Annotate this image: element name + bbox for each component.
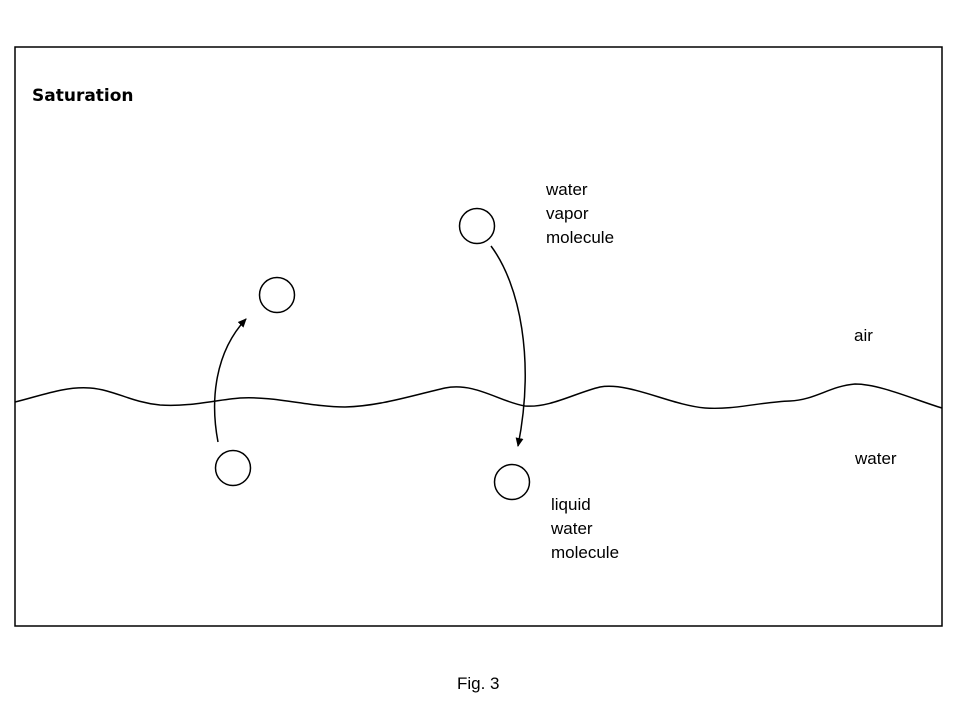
liquid-molecule-right (493, 463, 531, 501)
liquid-label-line-3: molecule (551, 543, 619, 562)
vapor-molecule-left (258, 276, 296, 314)
vapor-label-line-1: water (545, 180, 588, 199)
evaporation-arrow (213, 318, 247, 443)
liquid-molecule-label: liquid water molecule (550, 495, 619, 562)
water-surface-line (14, 383, 943, 410)
vapor-label-line-2: vapor (546, 204, 589, 223)
vapor-label-line-3: molecule (546, 228, 614, 247)
condensation-arrow (490, 245, 526, 447)
diagram-title: Saturation (32, 86, 134, 106)
vapor-molecule-label: water vapor molecule (545, 180, 614, 247)
liquid-label-line-1: liquid (551, 495, 591, 514)
liquid-label-line-2: water (550, 519, 593, 538)
water-label: water (854, 449, 897, 468)
vapor-molecule-top (458, 207, 496, 245)
diagram-frame (14, 46, 943, 627)
air-label: air (854, 326, 873, 345)
liquid-molecule-left (214, 449, 252, 487)
figure-caption: Fig. 3 (457, 674, 500, 693)
